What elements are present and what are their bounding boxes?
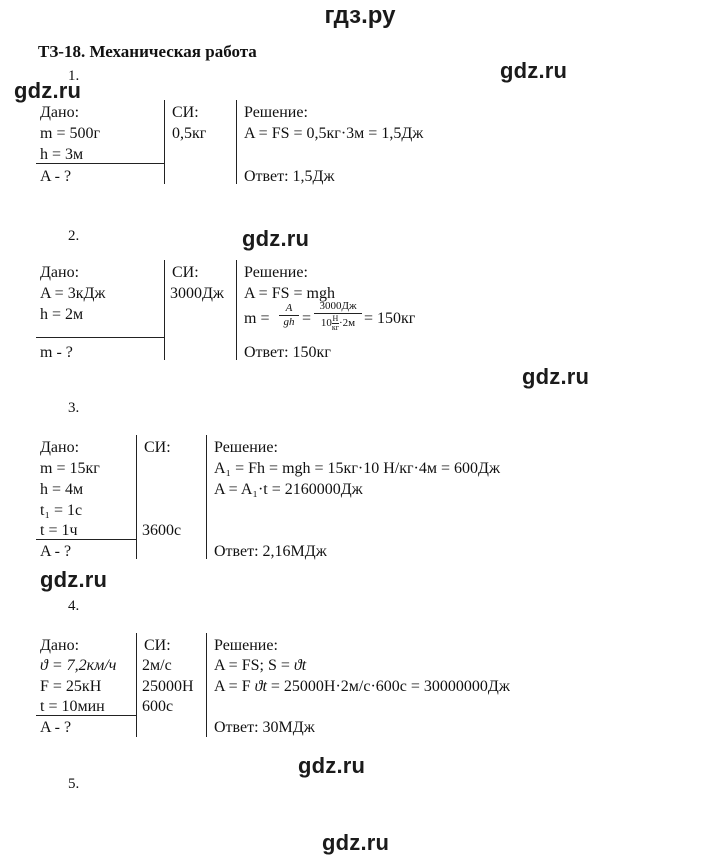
unit-numerator: Н: [332, 314, 339, 323]
answer: Ответ: 1,5Дж: [244, 168, 335, 185]
watermark-logo: gdz.ru: [242, 226, 310, 251]
watermark-logo: gdz.ru: [500, 58, 568, 83]
column-divider: [236, 260, 237, 360]
solution-label: Решение:: [244, 104, 308, 121]
problem-number: 1.: [68, 68, 80, 84]
given-item: m = 500г: [40, 125, 101, 142]
column-divider: [164, 260, 165, 360]
fraction-bar: [279, 315, 299, 316]
si-label: СИ:: [172, 104, 199, 121]
watermark-logo: gdz.ru: [522, 364, 590, 389]
problem-number: 2.: [68, 228, 80, 244]
column-divider: [206, 435, 207, 559]
site-header[interactable]: гдз.ру: [324, 2, 396, 29]
fraction-denominator: gh: [283, 316, 295, 328]
answer: Ответ: 30МДж: [214, 719, 315, 736]
solution-variable: ϑt: [293, 657, 307, 674]
watermark-logo: gdz.ru: [322, 830, 390, 855]
column-divider: [164, 100, 165, 184]
si-label: СИ:: [144, 439, 171, 456]
solution-line: A = A₁·t = 2160000Дж: [214, 481, 363, 498]
column-divider: [206, 633, 207, 737]
given-item: t = 1ч: [40, 522, 78, 539]
given-item: h = 2м: [40, 306, 84, 323]
formula-equals: =: [302, 310, 312, 327]
given-label: Дано:: [40, 439, 80, 456]
find-item: A - ?: [40, 543, 72, 560]
watermark-logo: gdz.ru: [14, 78, 82, 103]
solution-line: A = FS = 0,5кг·3м = 1,5Дж: [244, 125, 424, 142]
watermark-logo: gdz.ru: [40, 567, 108, 592]
solution-line: A = FS; S = ϑt: [214, 655, 306, 676]
problem-number: 5.: [68, 776, 80, 792]
formula-lhs: m =: [244, 310, 270, 327]
find-item: A - ?: [40, 168, 72, 185]
solution-label: Решение:: [214, 439, 278, 456]
given-item: F = 25кН: [40, 678, 102, 695]
si-item: 0,5кг: [172, 125, 207, 142]
given-label: Дано:: [40, 637, 80, 654]
si-item: 3600с: [142, 522, 182, 539]
answer: Ответ: 2,16МДж: [214, 543, 327, 560]
denominator-coefficient: 10: [320, 317, 332, 330]
si-label: СИ:: [172, 264, 199, 281]
watermark-logo: gdz.ru: [298, 753, 366, 778]
formula-result: = 150кг: [364, 310, 416, 327]
solution-label: Решение:: [214, 637, 278, 654]
si-item: 600с: [142, 698, 174, 715]
given-item: t₁ = 1с: [40, 502, 83, 519]
fraction-numerator: 3000Дж: [319, 300, 357, 312]
solution-text: A = FS; S =: [214, 657, 294, 674]
page-title: ТЗ-18. Механическая работа: [38, 42, 257, 61]
given-item: m = 15кг: [40, 460, 100, 477]
given-item: ϑ = 7,2км/ч: [40, 657, 117, 674]
column-divider: [136, 435, 137, 559]
find-item: m - ?: [40, 344, 73, 361]
solution-text: = 25000Н·2м/с·600с = 30000000Дж: [266, 678, 510, 695]
column-divider: [136, 633, 137, 737]
given-divider: [36, 337, 164, 338]
si-item: 3000Дж: [170, 285, 224, 302]
fraction-numerator: A: [285, 302, 293, 314]
column-divider: [236, 100, 237, 184]
fraction-bar: [314, 313, 362, 314]
problem-number: 4.: [68, 598, 80, 614]
solution-line: A = F ϑt = 25000Н·2м/с·600с = 30000000Дж: [214, 676, 510, 697]
solution-line: A = FS = mgh: [244, 285, 335, 302]
given-divider: [36, 715, 136, 716]
solution-label: Решение:: [244, 264, 308, 281]
given-item: A = 3кДж: [40, 285, 106, 302]
denominator-tail: ·2м: [339, 317, 356, 330]
given-item: h = 3м: [40, 146, 84, 163]
unit-denominator: кг: [331, 323, 340, 332]
given-item: h = 4м: [40, 481, 84, 498]
given-label: Дано:: [40, 264, 80, 281]
problem-number: 3.: [68, 400, 80, 416]
answer: Ответ: 150кг: [244, 344, 331, 361]
given-divider: [36, 539, 136, 540]
solution-text: A = F: [214, 678, 255, 695]
given-label: Дано:: [40, 104, 80, 121]
si-label: СИ:: [144, 637, 171, 654]
formula-fraction: A gh: [279, 303, 299, 328]
si-item: 25000Н: [142, 678, 194, 695]
given-item: t = 10мин: [40, 698, 105, 715]
solution-variable: ϑt: [254, 678, 267, 695]
given-divider: [36, 163, 164, 164]
find-item: A - ?: [40, 719, 72, 736]
si-item: 2м/с: [142, 657, 172, 674]
solution-line: A₁ = Fh = mgh = 15кг·10 Н/кг·4м = 600Дж: [214, 460, 500, 477]
